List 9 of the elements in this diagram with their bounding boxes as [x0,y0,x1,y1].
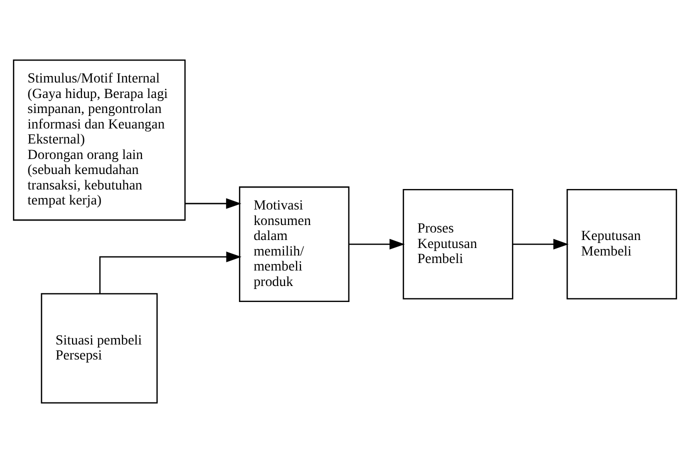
node-box: Stimulus/Motif Internal (Gaya hidup, Berapa lagi simpanan, pengontrolan informasi dan Keuangan Eksternal) Dorongan orang lain (sebuah kemudahan transaksi, kebutuhan tempat kerja) [12,58,186,220]
node-box: Motivasi konsumen dalam memilih/ membeli produk [238,186,350,302]
arrow [513,238,569,250]
arrow [349,238,405,250]
arrow [99,251,242,294]
arrow [185,198,242,208]
node-box: Keputusan Membeli [566,188,678,299]
node-box: Proses Keputusan Pembeli [402,188,514,299]
node-box: Situasi pembeli Persepsi [40,292,158,404]
